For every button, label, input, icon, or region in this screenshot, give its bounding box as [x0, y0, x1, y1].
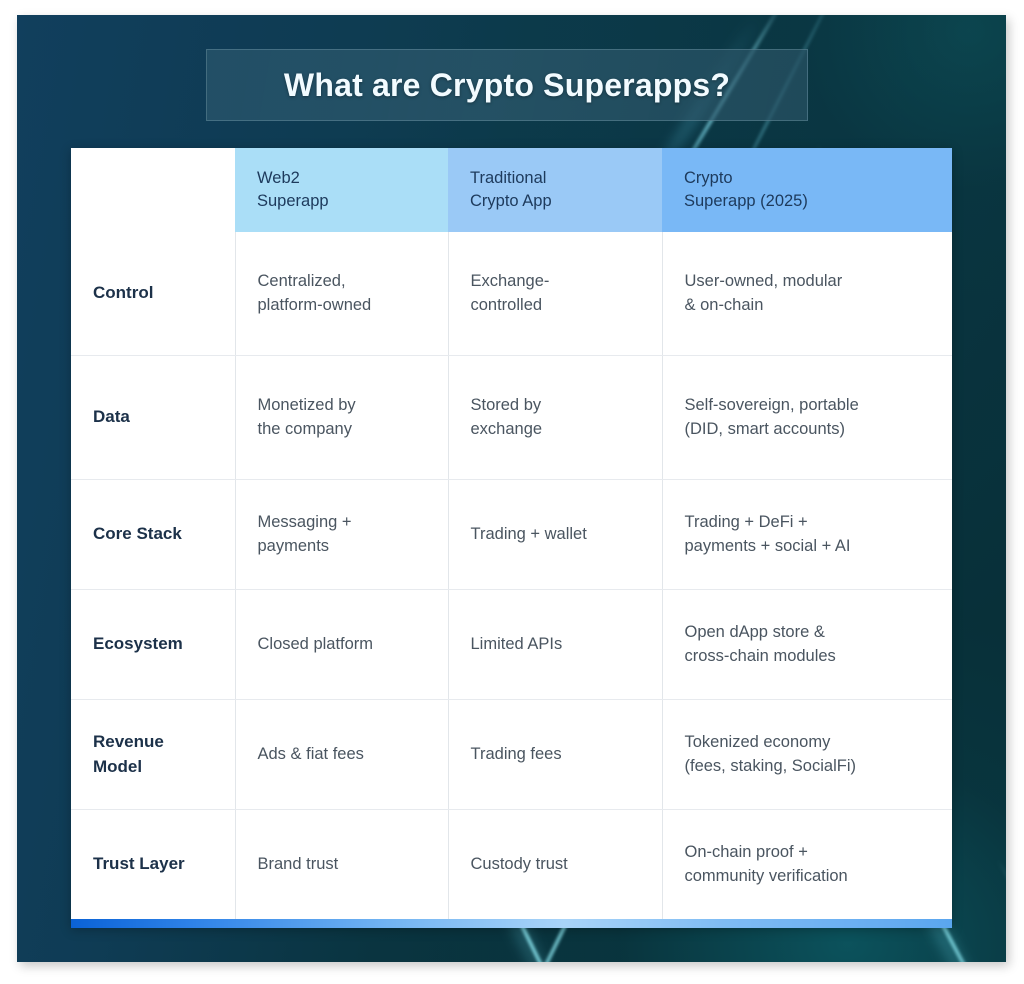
table-cell: Brand trust	[235, 809, 449, 919]
cell-line: Self-sovereign, portable	[684, 395, 859, 414]
cell-line: Exchange-	[470, 271, 550, 290]
title-banner: What are Crypto Superapps?	[206, 49, 808, 121]
page-title: What are Crypto Superapps?	[283, 66, 731, 103]
table-row: Revenue Model Ads & fiat fees Trading fe…	[71, 699, 952, 810]
table-header-row: Web2 Superapp Traditional Crypto App Cry…	[71, 148, 952, 232]
table-cell: Limited APIs	[448, 589, 663, 700]
cell-line: Custody trust	[470, 854, 568, 873]
table-cell: Open dApp store & cross-chain modules	[662, 589, 952, 700]
row-label-data: Data	[71, 355, 236, 480]
row-label-trust-layer: Trust Layer	[71, 809, 236, 919]
table-cell: User-owned, modular & on-chain	[662, 232, 952, 356]
cell-line: User-owned, modular	[684, 271, 843, 290]
table-cell: Monetized by the company	[235, 355, 449, 480]
table-cell: Tokenized economy (fees, staking, Social…	[662, 699, 952, 810]
column-header-line: Traditional	[470, 168, 547, 187]
column-header-crypto-superapp-2025: Crypto Superapp (2025)	[662, 148, 952, 232]
cell-line: Open dApp store &	[684, 622, 825, 641]
table-cell: Trading + wallet	[448, 479, 663, 590]
table-cell: Trading + DeFi + payments + social + AI	[662, 479, 952, 590]
table-cell: Trading fees	[448, 699, 663, 810]
cell-line: Trading + wallet	[470, 524, 587, 543]
table-cell: Exchange- controlled	[448, 232, 663, 356]
table-row: Trust Layer Brand trust Custody trust On…	[71, 809, 952, 919]
comparison-table: Web2 Superapp Traditional Crypto App Cry…	[71, 148, 952, 919]
cell-line: platform-owned	[257, 295, 372, 314]
cell-line: Trading fees	[470, 744, 562, 763]
row-label-control: Control	[71, 232, 236, 356]
table-row: Core Stack Messaging + payments Trading …	[71, 479, 952, 590]
table-cell: Ads & fiat fees	[235, 699, 449, 810]
table-row: Ecosystem Closed platform Limited APIs O…	[71, 589, 952, 700]
table-row: Data Monetized by the company Stored by …	[71, 355, 952, 480]
table-cell: Self-sovereign, portable (DID, smart acc…	[662, 355, 952, 480]
column-header-line: Crypto	[684, 168, 733, 187]
row-label-line: Revenue	[93, 731, 164, 751]
table-body: Control Centralized, platform-owned Exch…	[71, 232, 952, 919]
cell-line: payments + social + AI	[684, 536, 851, 555]
column-header-line: Superapp (2025)	[684, 192, 808, 210]
column-header-line: Superapp	[257, 192, 329, 210]
cell-line: Trading + DeFi +	[684, 512, 808, 531]
row-label-line: Model	[93, 756, 143, 776]
cell-line: (fees, staking, SocialFi)	[684, 756, 856, 775]
cell-line: Tokenized economy	[684, 732, 831, 751]
column-header-traditional-crypto-app: Traditional Crypto App	[448, 148, 662, 232]
cell-line: Stored by	[470, 395, 542, 414]
table-row: Control Centralized, platform-owned Exch…	[71, 232, 952, 356]
cell-line: On-chain proof +	[684, 842, 808, 861]
column-header-blank	[71, 148, 235, 232]
cell-line: Closed platform	[257, 634, 374, 653]
table-cell: Stored by exchange	[448, 355, 663, 480]
cell-line: Limited APIs	[470, 634, 563, 653]
table-header: Web2 Superapp Traditional Crypto App Cry…	[71, 148, 952, 232]
table-bottom-accent-bar	[71, 919, 952, 928]
cell-line: exchange	[470, 419, 543, 438]
infographic-card: What are Crypto Superapps? Web2 Superapp	[17, 15, 1006, 962]
cell-line: Ads & fiat fees	[257, 744, 364, 763]
table-cell: Custody trust	[448, 809, 663, 919]
cell-line: the company	[257, 419, 352, 438]
cell-line: Monetized by	[257, 395, 356, 414]
cell-line: (DID, smart accounts)	[684, 419, 845, 438]
cell-line: Centralized,	[257, 271, 346, 290]
table-cell: Messaging + payments	[235, 479, 449, 590]
cell-line: Messaging +	[257, 512, 352, 531]
cell-line: & on-chain	[684, 295, 764, 314]
column-header-web2-superapp: Web2 Superapp	[235, 148, 448, 232]
row-label-ecosystem: Ecosystem	[71, 589, 236, 700]
row-label-revenue-model: Revenue Model	[71, 699, 236, 810]
row-label-core-stack: Core Stack	[71, 479, 236, 590]
table-cell: Centralized, platform-owned	[235, 232, 449, 356]
cell-line: Brand trust	[257, 854, 339, 873]
table-cell: On-chain proof + community verification	[662, 809, 952, 919]
comparison-table-container: Web2 Superapp Traditional Crypto App Cry…	[71, 148, 952, 928]
cell-line: payments	[257, 536, 330, 555]
cell-line: controlled	[470, 295, 543, 314]
column-header-line: Web2	[257, 168, 300, 187]
cell-line: community verification	[684, 866, 848, 885]
table-cell: Closed platform	[235, 589, 449, 700]
column-header-line: Crypto App	[470, 192, 552, 210]
cell-line: cross-chain modules	[684, 646, 836, 665]
